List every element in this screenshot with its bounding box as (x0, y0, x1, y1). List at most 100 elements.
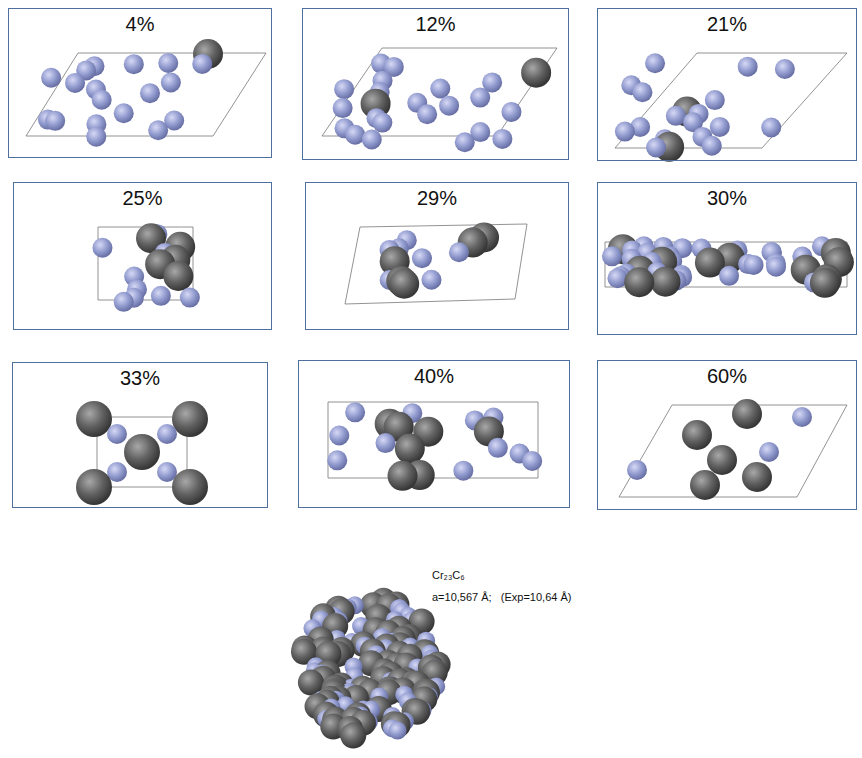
atom (646, 137, 666, 157)
atom (148, 120, 168, 140)
percent-label: 60% (598, 364, 856, 388)
atom (327, 450, 347, 470)
percent-label: 12% (303, 12, 568, 36)
atom (124, 434, 160, 470)
atom (449, 242, 469, 262)
atom (761, 117, 781, 137)
atom (455, 132, 475, 152)
atom (501, 102, 521, 122)
atom (650, 267, 680, 297)
atom (86, 127, 106, 147)
atom (702, 136, 722, 156)
atom (766, 257, 786, 277)
formula-label: Cr₂₃C₆ (432, 568, 465, 582)
structure-panel: 33% (12, 362, 268, 508)
crystal-cell (26, 39, 266, 147)
atom (775, 59, 795, 79)
atom (522, 451, 542, 471)
atom (627, 460, 647, 480)
structure-panel: 25% (13, 182, 272, 330)
atom (492, 129, 512, 149)
atom (372, 113, 392, 133)
atom (439, 96, 459, 116)
unit-cell (322, 48, 557, 136)
atom (45, 111, 65, 131)
atom (158, 53, 178, 73)
atom (140, 83, 160, 103)
percent-label: 40% (299, 364, 569, 388)
atom (417, 104, 437, 124)
atom (389, 269, 419, 299)
unit-cell (345, 224, 527, 304)
structure-panel: 30% (597, 182, 857, 335)
atom (76, 401, 112, 437)
atom (180, 288, 200, 308)
percent-label: 21% (598, 12, 856, 36)
atom (624, 267, 654, 297)
atom (107, 424, 127, 444)
atom (362, 129, 382, 149)
atom (92, 238, 112, 258)
crystal-cell (615, 53, 847, 162)
atom (607, 268, 627, 288)
unit-cell (97, 417, 187, 487)
atom (682, 420, 712, 450)
atom (707, 445, 737, 475)
atom (690, 470, 720, 500)
percent-label: 25% (14, 186, 271, 210)
crystal-cell (92, 223, 199, 312)
atom (810, 268, 840, 298)
atom (92, 90, 112, 110)
atom (705, 90, 725, 110)
atom (151, 286, 171, 306)
atom (453, 461, 473, 481)
atom (421, 270, 441, 290)
atom (732, 399, 762, 429)
cluster (291, 588, 451, 749)
atom (172, 401, 208, 437)
structure-panel: 12% (302, 8, 569, 160)
structure-panel: 21% (597, 8, 857, 161)
atom (395, 434, 425, 464)
atom (192, 54, 212, 74)
atom (742, 462, 772, 492)
percent-label: 33% (13, 366, 267, 390)
atom (738, 57, 758, 77)
atom (759, 442, 779, 462)
atom (430, 79, 450, 99)
structure-panel: 40% (298, 360, 570, 508)
atom (329, 426, 349, 446)
atom (719, 266, 739, 286)
atom (389, 722, 407, 740)
atom (521, 58, 551, 88)
atom (333, 98, 353, 118)
crystal-cell (327, 402, 542, 491)
atom (632, 82, 652, 102)
atom (488, 438, 508, 458)
unit-cell (328, 402, 538, 478)
atom (744, 255, 764, 275)
atom (375, 433, 395, 453)
atom (41, 68, 61, 88)
atom (172, 469, 208, 505)
percent-label: 29% (306, 186, 568, 210)
atom (65, 73, 85, 93)
atom (710, 117, 730, 137)
atom (114, 292, 134, 312)
percent-label: 30% (598, 186, 856, 210)
atom (470, 88, 490, 108)
atom (340, 723, 366, 749)
structure-panel: 60% (597, 360, 857, 510)
atom (124, 54, 144, 74)
unit-cell (615, 53, 847, 148)
atom (157, 424, 177, 444)
crystal-cell (345, 222, 527, 304)
structure-panel: 29% (305, 182, 569, 330)
atom (645, 53, 665, 73)
crystal-cell (76, 401, 208, 505)
atom (388, 461, 418, 491)
atom (602, 246, 622, 266)
formula-label: a=10,567 Å; (Exp=10,64 Å) (432, 590, 571, 604)
atom (163, 261, 193, 291)
atom (412, 248, 432, 268)
